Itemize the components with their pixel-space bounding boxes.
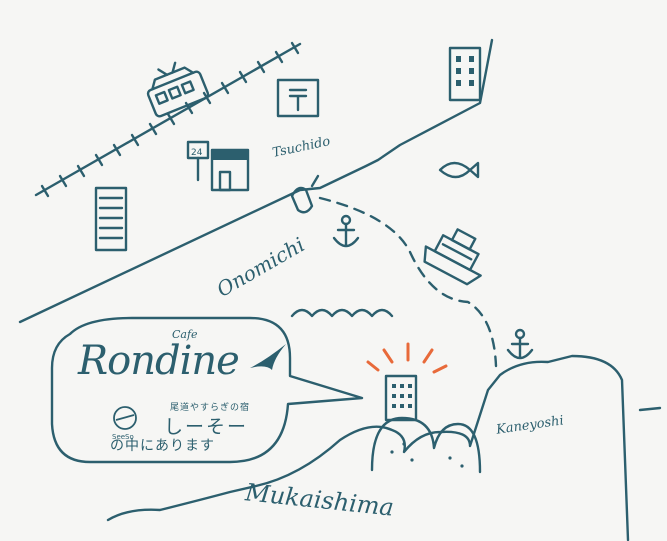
hills-icon [370,416,482,474]
train-icon [146,61,210,118]
seesaw-name: しーそー [164,416,249,438]
railway [34,41,302,198]
swallow-icon [250,344,286,370]
coastline-edge [638,406,662,412]
cafe-label: Cafe [172,328,198,341]
hotel-icon [384,374,418,422]
rondine-logo-text: Rondine [78,338,240,384]
seesaw-logo-icon [113,406,137,430]
pier [290,186,314,214]
seesaw-logo-text: SeeSo [112,433,134,441]
inside-text: の中にあります [110,438,215,454]
waves-icon [290,308,394,318]
ferry-icon [423,228,482,286]
building-icon [448,46,482,102]
hotel-tagline: 尾道やすらぎの宿 [170,403,251,413]
office-building-icon [94,186,128,252]
post-office-icon [276,78,320,118]
anchor-icon-2 [506,328,534,360]
bus-stop-number: 24 [191,148,203,158]
anchor-icon [332,214,360,248]
fish-icon [438,161,480,179]
ferry-route [318,196,498,368]
callout-text: Cafe Rondine 尾道やすらぎの宿 SeeSo しーそー の中にあります [52,318,288,468]
coastline-south [106,354,630,541]
bus-stop-icon: 24 [186,140,210,182]
highlight-rays [366,342,448,374]
store-icon [210,148,250,192]
speech-bubble [50,316,364,464]
